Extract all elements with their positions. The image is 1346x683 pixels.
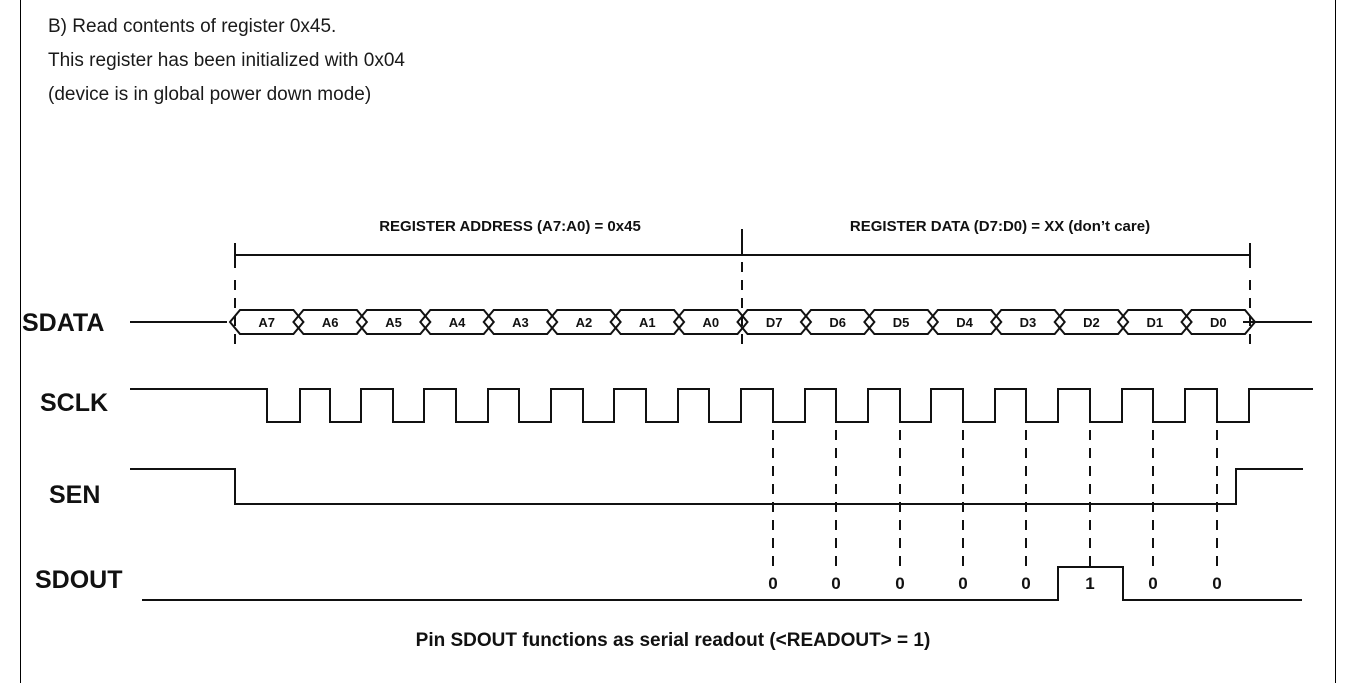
sdata-bit-cell (736, 309, 813, 335)
sdout-waveform (142, 566, 1302, 601)
sdata-bit-cell (672, 309, 749, 335)
sdata-bit-cell (926, 309, 1003, 335)
sdata-bit-cell (419, 309, 496, 335)
sdata-bit-label: D3 (1020, 315, 1037, 330)
sdata-bit-label: A2 (576, 315, 593, 330)
sdata-bit-cell (1053, 309, 1130, 335)
sdata-bit-label: D1 (1147, 315, 1164, 330)
sdata-bit-cell (228, 309, 305, 335)
sen-label: SEN (49, 481, 100, 509)
sdout-bit-value: 0 (1148, 574, 1157, 593)
intro-line-3: (device is in global power down mode) (48, 84, 372, 105)
sdata-bit-label: A6 (322, 315, 339, 330)
sdata-bit-label: A0 (702, 315, 719, 330)
sdout-bit-value: 0 (768, 574, 777, 593)
header-data-label: REGISTER DATA (D7:D0) = XX (don’t care) (850, 218, 1150, 235)
sdata-bit-label: A1 (639, 315, 656, 330)
sdata-bit-cell (482, 309, 559, 335)
sdout-bit-value: 0 (1212, 574, 1221, 593)
sdata-bit-label: D5 (893, 315, 910, 330)
sdata-bit-cell (1180, 309, 1257, 335)
sclk-label: SCLK (40, 389, 108, 417)
sdata-bit-label: D6 (829, 315, 846, 330)
intro-line-1: B) Read contents of register 0x45. (48, 16, 337, 37)
sdata-bit-label: A4 (449, 315, 466, 330)
intro-line-2: This register has been initialized with … (48, 50, 405, 71)
sdata-bit-cell (609, 309, 686, 335)
sdata-bit-label: D7 (766, 315, 783, 330)
sdata-bit-label: A5 (385, 315, 402, 330)
sdata-bit-cell (989, 309, 1066, 335)
sdout-bit-value: 1 (1085, 574, 1094, 593)
sdout-label: SDOUT (35, 566, 123, 594)
footer-note: Pin SDOUT functions as serial readout (<… (416, 630, 931, 651)
sdout-bit-value: 0 (1021, 574, 1030, 593)
sdata-bit-cell (292, 309, 369, 335)
sclk-waveform (130, 388, 1313, 423)
header-address-label: REGISTER ADDRESS (A7:A0) = 0x45 (379, 218, 641, 235)
sample-lines (772, 430, 1218, 568)
sdata-bit-cell (355, 309, 432, 335)
sdata-bit-cell (799, 309, 876, 335)
sdata-waveform: A7 A6 A5 A4 A3 A2 A1 A0 D7 D6 D5 D4 D3 D2 D1 D0 (130, 309, 1312, 335)
sdata-bit-label: D2 (1083, 315, 1100, 330)
sdout-bit-value: 0 (895, 574, 904, 593)
sdout-bit-value: 0 (831, 574, 840, 593)
sdata-bit-label: D4 (956, 315, 973, 330)
sdata-bit-cell (1116, 309, 1193, 335)
sdata-bit-cell (545, 309, 622, 335)
sdata-label: SDATA (22, 309, 104, 337)
sdata-bit-label: A3 (512, 315, 529, 330)
sdout-bit-values: 0 0 0 0 0 1 0 0 (768, 574, 1221, 593)
sdata-bit-cell (863, 309, 940, 335)
sdata-bit-label: D0 (1210, 315, 1227, 330)
header-brackets (234, 229, 1251, 344)
diagram-frame (20, 0, 1336, 683)
sdout-bit-value: 0 (958, 574, 967, 593)
sdata-bit-label: A7 (258, 315, 275, 330)
sen-waveform (130, 468, 1303, 505)
